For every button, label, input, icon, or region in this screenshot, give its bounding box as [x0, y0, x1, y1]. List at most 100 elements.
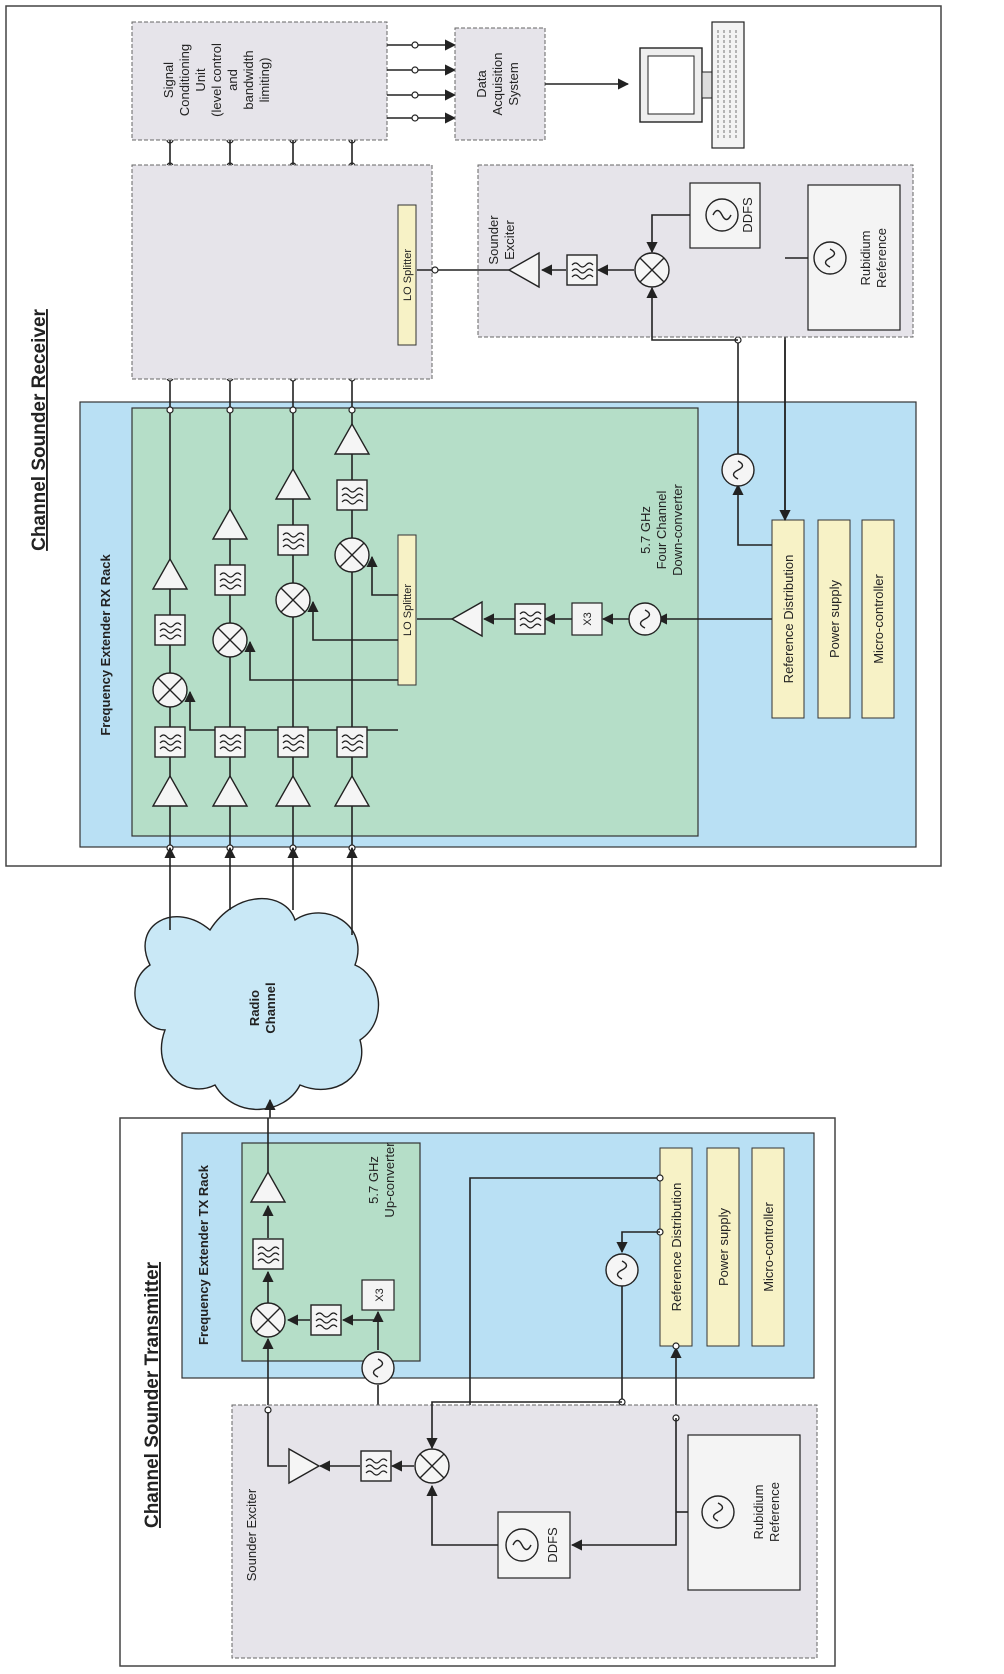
svg-text:Down-converter: Down-converter — [670, 483, 685, 575]
rx-data-acquisition-system[interactable] — [454, 27, 546, 141]
tx-x3-label: X3 — [374, 1288, 386, 1301]
receiver-title: Channel Sounder Receiver — [29, 308, 50, 550]
rx-exciter-filter-icon — [566, 254, 598, 286]
rx-lo-splitter-back — [397, 204, 417, 346]
rx-ch2-if-filter-icon — [214, 564, 246, 596]
tx-micro-controller[interactable] — [751, 1147, 785, 1347]
rx-ref-oscillator-icon — [721, 453, 755, 487]
rx-lo-splitter-front — [397, 534, 417, 686]
radio-channel-cloud — [134, 898, 380, 1111]
svg-text:5.7 GHz: 5.7 GHz — [638, 506, 653, 554]
radio-channel-label: Radio Channel — [247, 982, 278, 1033]
tx-power-supply[interactable] — [706, 1147, 740, 1347]
tx-ddfs-label: DDFS — [545, 1527, 560, 1563]
rx-ch1-if-filter-icon — [154, 614, 186, 646]
svg-text:Rubidium: Rubidium — [858, 231, 873, 286]
tx-lo-oscillator-icon — [361, 1351, 395, 1385]
rx-reference-distribution-label: Reference Distribution — [781, 555, 796, 684]
rx-lo-splitter-back-label: LO Splitter — [402, 249, 414, 301]
rx-ch4-lo-feed — [366, 555, 398, 596]
tx-exciter-filter-icon — [360, 1450, 392, 1482]
tx-sounder-exciter-label: Sounder Exciter — [244, 1488, 259, 1581]
rx-data-acquisition-label: Data Acquisition System — [474, 53, 521, 116]
rx-ch4-rf-filter-icon — [336, 726, 368, 758]
rx-lo-oscillator-icon — [628, 602, 662, 636]
rx-ch1-lo-feed — [184, 690, 398, 731]
tx-power-supply-label: Power supply — [716, 1207, 731, 1286]
svg-text:Acquisition: Acquisition — [490, 53, 505, 116]
rx-rubidium-icon — [813, 241, 847, 275]
rx-ch2-rf-filter-icon — [214, 726, 246, 758]
tx-ref-oscillator-icon — [605, 1253, 639, 1287]
svg-text:Conditioning: Conditioning — [177, 44, 192, 116]
radio-channel: Radio Channel — [134, 846, 380, 1165]
svg-text:limiting): limiting) — [257, 58, 272, 103]
svg-text:Unit: Unit — [193, 68, 208, 92]
tx-rack-label: Frequency Extender TX Rack — [196, 1164, 211, 1345]
transmitter-section: Channel Sounder Transmitter Frequency Ex… — [119, 1117, 836, 1667]
rx-conditioning-outputs — [169, 39, 457, 165]
rx-ch4-mixer-icon — [334, 537, 370, 573]
rx-micro-controller-label: Micro-controller — [871, 574, 886, 664]
rx-ch2-lo-feed — [244, 640, 398, 681]
rx-ch3-mixer-icon — [275, 582, 311, 618]
rx-ch3-if-filter-icon — [277, 524, 309, 556]
rx-ddfs-icon — [705, 198, 739, 232]
svg-text:Data: Data — [474, 70, 489, 98]
tx-ddfs-icon — [505, 1528, 539, 1562]
svg-text:and: and — [225, 69, 240, 91]
svg-text:Reference: Reference — [874, 228, 889, 288]
rx-signal-conditioning-unit[interactable] — [131, 21, 388, 141]
rx-micro-controller[interactable] — [861, 519, 895, 719]
tx-rubidium-icon — [701, 1495, 735, 1529]
tx-reference-distribution[interactable] — [659, 1147, 693, 1347]
tx-exciter-mixer-icon — [414, 1448, 450, 1484]
tx-mixer-icon — [250, 1302, 286, 1338]
tx-filter-icon — [252, 1238, 284, 1270]
computer-icon — [639, 21, 745, 149]
rx-ddfs-label: DDFS — [740, 197, 755, 233]
rx-sounder-exciter-label: Sounder Exciter — [486, 215, 517, 265]
svg-text:Up-converter: Up-converter — [382, 1142, 397, 1218]
rx-ch2-mixer-icon — [212, 622, 248, 658]
tx-reference-distribution-label: Reference Distribution — [669, 1183, 684, 1312]
transmitter-title: Channel Sounder Transmitter — [142, 1261, 163, 1528]
rx-lo-filter-icon — [514, 603, 546, 635]
rx-converter-label: 5.7 GHz Four Channel Down-converter — [638, 483, 685, 575]
rx-ch3-lo-feed — [307, 600, 398, 641]
svg-text:Signal: Signal — [161, 62, 176, 98]
rx-rubidium-label: Rubidium Reference — [858, 228, 889, 288]
receiver-section: Channel Sounder Receiver Frequency Exten… — [5, 5, 942, 867]
rx-ch3-rf-filter-icon — [277, 726, 309, 758]
tx-lo-filter-icon — [310, 1304, 342, 1336]
svg-text:Rubidium: Rubidium — [751, 1485, 766, 1540]
svg-text:System: System — [506, 62, 521, 105]
rx-power-supply-label: Power supply — [827, 579, 842, 658]
rx-power-supply[interactable] — [817, 519, 851, 719]
rx-lo-splitter-front-label: LO Splitter — [402, 584, 414, 636]
svg-text:Reference: Reference — [767, 1482, 782, 1542]
svg-text:Channel: Channel — [263, 982, 278, 1033]
rx-exciter-mixer-icon — [634, 252, 670, 288]
rx-ch4-if-filter-icon — [336, 479, 368, 511]
svg-text:Sounder: Sounder — [486, 215, 501, 265]
rx-x3-label: X3 — [582, 612, 594, 625]
rx-rack-label: Frequency Extender RX Rack — [98, 554, 113, 736]
svg-text:5.7 GHz: 5.7 GHz — [366, 1156, 381, 1204]
rx-reference-distribution[interactable] — [771, 519, 805, 719]
tx-x3-multiplier — [361, 1279, 395, 1311]
rx-x3-multiplier — [571, 602, 603, 636]
rx-ch1-rf-filter-icon — [154, 726, 186, 758]
rx-mixer-unit — [131, 164, 433, 380]
svg-text:Exciter: Exciter — [502, 219, 517, 259]
svg-text:Four Channel: Four Channel — [654, 491, 669, 570]
svg-text:bandwidth: bandwidth — [241, 50, 256, 109]
svg-text:Radio: Radio — [247, 990, 262, 1026]
tx-converter-label: 5.7 GHz Up-converter — [366, 1142, 397, 1218]
tx-rubidium-label: Rubidium Reference — [751, 1482, 782, 1542]
rx-ch1-mixer-icon — [152, 672, 188, 708]
svg-text:(level control: (level control — [209, 43, 224, 117]
tx-micro-controller-label: Micro-controller — [761, 1202, 776, 1292]
rx-signal-conditioning-label: Signal Conditioning Unit (level control … — [161, 43, 272, 117]
